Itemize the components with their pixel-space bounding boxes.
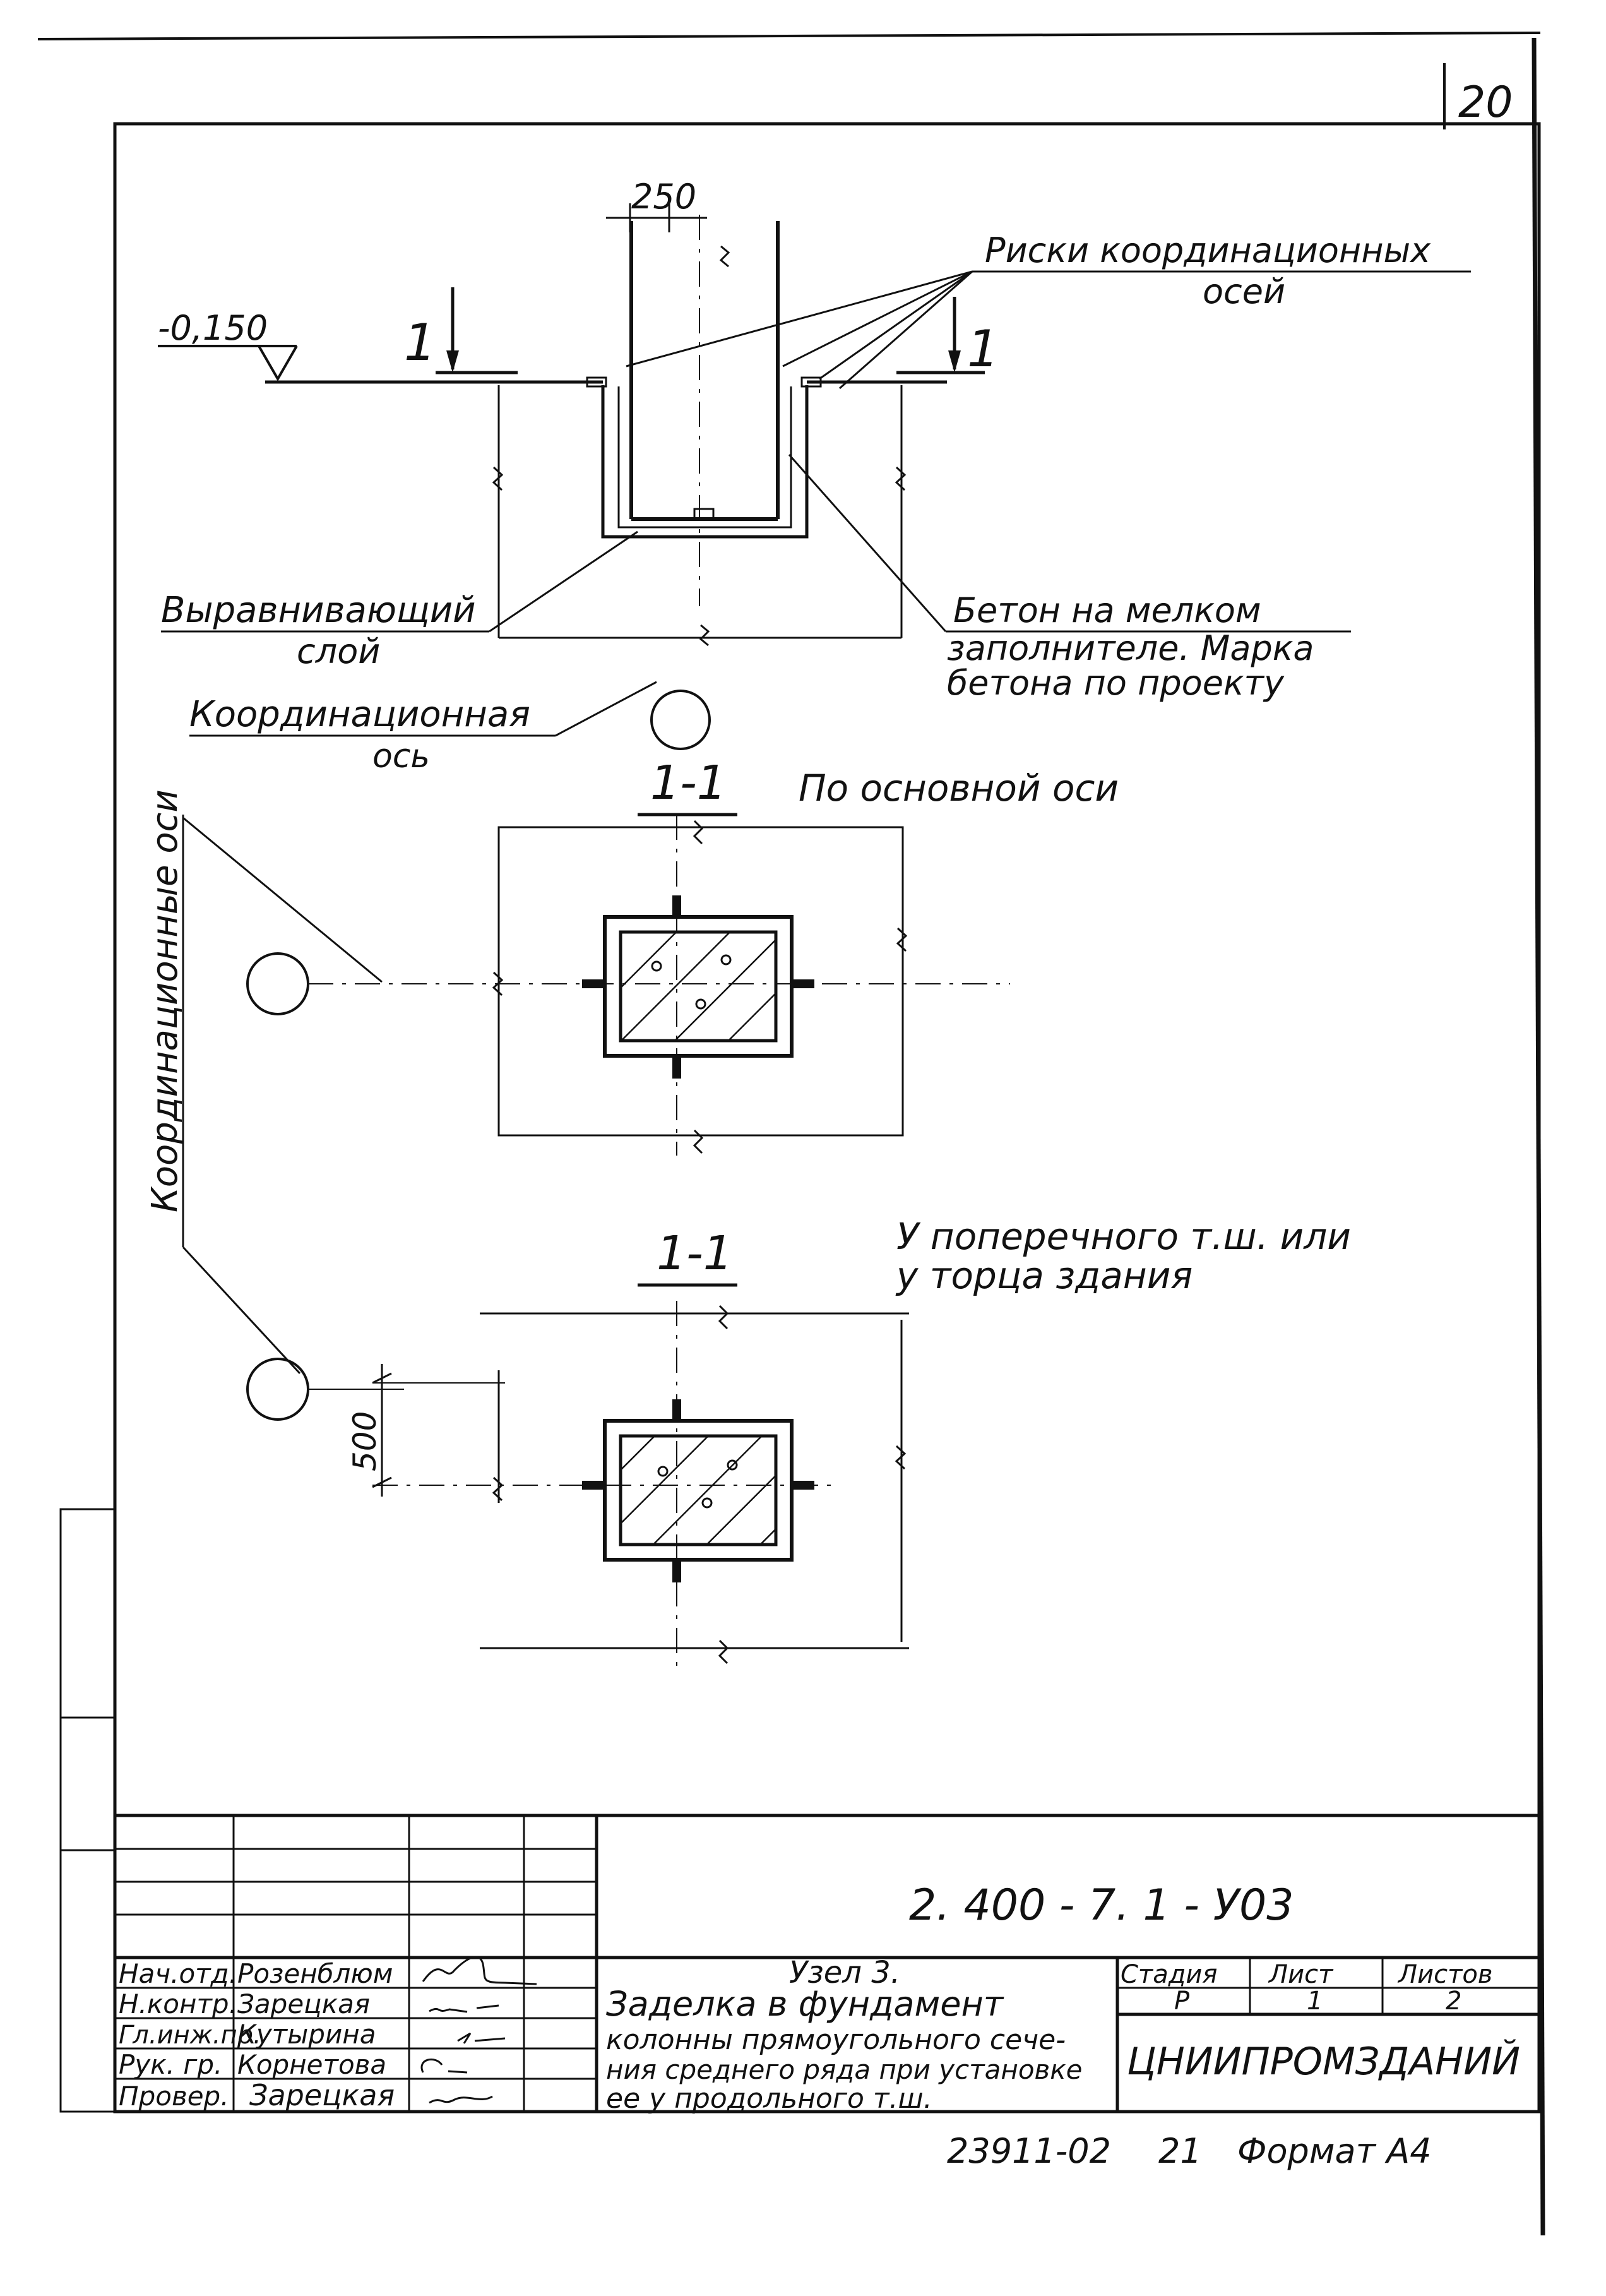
section2-dim: 500 <box>347 1411 383 1471</box>
label-leveling-2: слой <box>297 631 380 671</box>
node-elevation: 250 -0,150 1 1 <box>158 177 1471 750</box>
header-sheets: Листов <box>1397 1960 1492 1989</box>
axis-bubble-1 <box>246 952 309 1015</box>
signatures <box>420 1956 537 2104</box>
role-5: Провер. <box>119 2081 229 2112</box>
label-concrete-2: заполнителе. Марка <box>947 628 1314 668</box>
label-concrete-1: Бетон на мелком <box>953 590 1261 630</box>
name-2: Зарецкая <box>237 1988 370 2019</box>
doc-code: 2. 400 - 7. 1 - У03 <box>909 1880 1294 1930</box>
role-3: Гл.инж.пр. <box>119 2021 261 2050</box>
section1-caption: По основной оси <box>799 767 1119 810</box>
label-concrete-3: бетона по проекту <box>947 663 1285 703</box>
section2-title: 1-1 <box>657 1226 733 1281</box>
footer-code: 23911-02 <box>947 2131 1111 2171</box>
section-2: 1-1 У поперечного т.ш. или у торца здани… <box>347 1215 1351 1667</box>
name-4: Корнетова <box>237 2049 386 2080</box>
organization: ЦНИИПРОМЗДАНИЙ <box>1127 2039 1520 2084</box>
label-risks-1: Риски координационных <box>985 230 1431 270</box>
footer-num: 21 <box>1158 2131 1202 2171</box>
role-4: Рук. гр. <box>119 2049 222 2080</box>
node-elevation-mark: -0,150 <box>158 308 268 348</box>
header-stage: Стадия <box>1121 1960 1217 1989</box>
value-stage: Р <box>1174 1987 1190 2016</box>
name-1: Розенблюм <box>237 1958 393 1989</box>
title-roles: Нач.отд. Розенблюм Н.контр. Зарецкая Гл.… <box>119 1958 395 2112</box>
value-sheet: 1 <box>1307 1987 1323 2016</box>
section-1: 1-1 По основной оси <box>492 756 1119 1156</box>
label-leveling-1: Выравнивающий <box>161 590 476 631</box>
header-sheet: Лист <box>1268 1960 1334 1989</box>
value-sheets: 2 <box>1446 1987 1461 2016</box>
section-mark-left: 1 <box>404 313 436 372</box>
section1-title: 1-1 <box>650 756 727 810</box>
label-risks-2: осей <box>1203 272 1285 311</box>
footer-format: Формат А4 <box>1237 2131 1432 2171</box>
node-dim-width: 250 <box>631 177 696 217</box>
desc-4: ния среднего ряда при установке <box>606 2054 1083 2085</box>
name-5: Зарецкая <box>249 2078 395 2112</box>
role-2: Н.контр. <box>119 1988 237 2019</box>
desc-2: Заделка в фундамент <box>606 1984 1004 2024</box>
section2-caption-1: У поперечного т.ш. или <box>896 1215 1351 1258</box>
desc-5: ее у продольного т.ш. <box>606 2083 932 2115</box>
sheet-border <box>37 32 1545 2236</box>
label-axis-2: ось <box>372 738 430 775</box>
node-labels: Риски координационных осей Выравнивающий… <box>161 230 1431 775</box>
title-block <box>115 1814 1539 2112</box>
section-mark-right: 1 <box>967 320 999 378</box>
title-stage-grid: Стадия Лист Листов Р 1 2 ЦНИИПРОМЗДАНИЙ <box>1121 1960 1520 2084</box>
title-description: Узел 3. Заделка в фундамент колонны прям… <box>606 1955 1083 2115</box>
sheet-number: 20 <box>1458 78 1513 128</box>
label-axis-1: Координационная <box>189 694 530 735</box>
side-label: Координационные оси <box>145 789 186 1212</box>
desc-1: Узел 3. <box>789 1955 900 1990</box>
axis-bubble-2 <box>246 1358 309 1421</box>
desc-3: колонны прямоугольного сече- <box>606 2024 1066 2056</box>
coordination-axes-side: Координационные оси <box>145 789 1010 1421</box>
name-3: Кутырина <box>237 2019 376 2050</box>
role-1: Нач.отд. <box>119 1958 237 1989</box>
section2-caption-2: у торца здания <box>895 1254 1193 1297</box>
footer: 23911-02 21 Формат А4 <box>947 2131 1432 2171</box>
